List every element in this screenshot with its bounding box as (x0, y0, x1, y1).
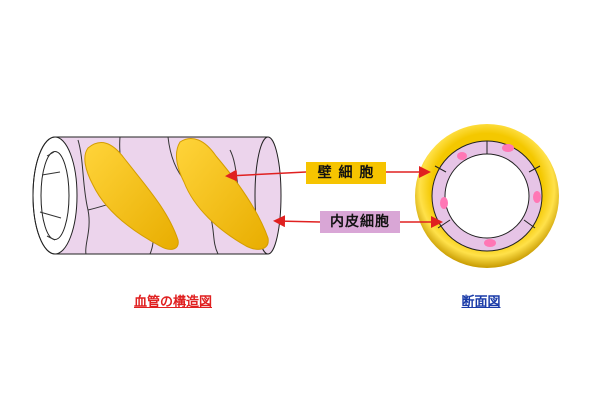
cross-section-caption: 断面図 (446, 291, 516, 310)
vessel-structure-caption: 血管の構造図 (118, 291, 228, 310)
pericyte-label: 壁 細 胞 (306, 162, 386, 184)
nucleus (440, 197, 448, 209)
endothelial-label: 内皮細胞 (320, 211, 400, 233)
nucleus (484, 239, 496, 247)
nucleus (533, 191, 541, 203)
arrow-endothelial-left (276, 221, 320, 222)
cross-section (415, 124, 559, 268)
nucleus (457, 152, 467, 160)
nucleus (502, 144, 514, 152)
